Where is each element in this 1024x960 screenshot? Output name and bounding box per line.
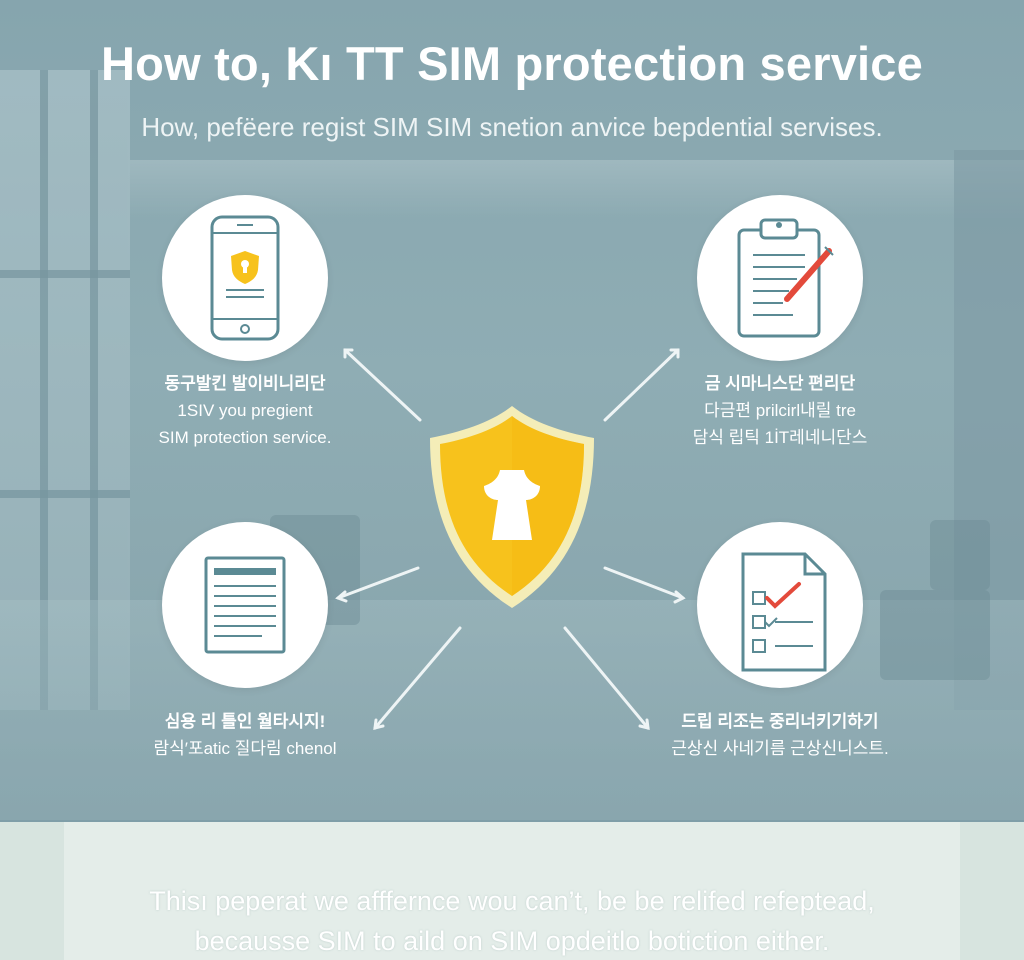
- step-4-text-a: 근상신 사네기름 근상신니스트.: [671, 739, 889, 758]
- step-1-text-b: SIM protection service.: [158, 428, 332, 447]
- step-caption-2: 금 시마니스단 편리단 다금편 prilcirl내릴 tre 담식 립틱 1İT…: [650, 370, 910, 451]
- smartphone-shield-icon: [210, 215, 280, 341]
- step-1-heading: 동구발킨 발이비니리단: [164, 374, 326, 393]
- connector-arrows: [335, 348, 686, 730]
- step-2-text-a: 다금편 prilcirl내릴 tre: [704, 401, 856, 420]
- step-2-heading: 금 시마니스단 편리단: [704, 374, 856, 393]
- step-2-text-b: 담식 립틱 1İT레네니단스: [692, 428, 868, 447]
- step-1-text-a: 1SIV you pregient: [177, 401, 313, 420]
- checklist-document-icon: [741, 552, 827, 672]
- shield-keyhole-icon: [430, 406, 594, 608]
- step-caption-4: 드립 리조는 중리너키기하기 근상신 사네기름 근상신니스트.: [640, 708, 920, 762]
- footer-panel: Thisı peperat we afffernce wou can’t, be…: [0, 822, 1024, 960]
- step-3-text-a: 람식′포atic 질다림 chenol: [153, 739, 337, 758]
- page-title: How to, Kı TT SIM protection service: [101, 37, 923, 90]
- document-lines-icon: [204, 556, 286, 654]
- step-3-heading: 심용 리 틀인 월타시지!: [164, 712, 326, 731]
- step-circle-clipboard: [697, 195, 863, 361]
- footer-card: [64, 822, 960, 960]
- footer-line-2: becausse SIM to aild on SIM opdeitlo bot…: [194, 926, 830, 956]
- step-4-heading: 드립 리조는 중리너키기하기: [681, 712, 879, 731]
- step-circle-checklist: [697, 522, 863, 688]
- step-circle-phone: [162, 195, 328, 361]
- step-circle-document: [162, 522, 328, 688]
- clipboard-pen-icon: [737, 218, 834, 338]
- footer-line-1: Thisı peperat we afffernce wou can’t, be…: [149, 886, 875, 916]
- page-subtitle: How, pefëere regist SIM SIM snetion anv…: [141, 112, 883, 142]
- step-caption-3: 심용 리 틀인 월타시지! 람식′포atic 질다림 chenol: [115, 708, 375, 762]
- step-caption-1: 동구발킨 발이비니리단 1SIV you pregient SIM protec…: [115, 370, 375, 451]
